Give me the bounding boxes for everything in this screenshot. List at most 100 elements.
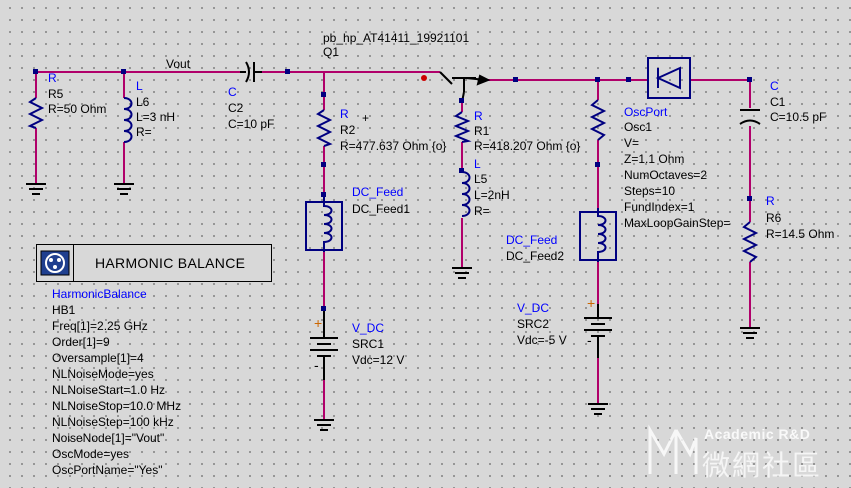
- hb-param-nlnoisestart: NLNoiseStart=1.0 Hz: [52, 383, 166, 397]
- r5-name-label: R5: [48, 87, 64, 101]
- l6-r-label: R=: [136, 125, 152, 139]
- src2-plus-sign: +: [587, 295, 595, 311]
- watermark-logo-icon: [648, 424, 698, 474]
- l6-value-label: L=3 nH: [136, 110, 176, 124]
- c2-value-label: C=10 pF: [228, 117, 275, 131]
- oscport-type-label: OscPort: [624, 105, 668, 119]
- pin-r6-top[interactable]: [747, 196, 752, 201]
- oscport-param-steps: Steps=10: [624, 184, 676, 198]
- hb-param-nlnoisestop: NLNoiseStop=10.0 MHz: [52, 399, 182, 413]
- dcfeed1-name-label: DC_Feed1: [352, 202, 411, 216]
- r5-type-label: R: [48, 71, 57, 85]
- hb-param-nlnoisestep: NLNoiseStep=100 kHz: [52, 415, 174, 429]
- oscport-param-v: V=: [624, 136, 640, 150]
- c1-type-label: C: [770, 79, 779, 93]
- ground-src2-icon: [588, 403, 608, 415]
- src1-plus-sign: +: [314, 315, 322, 331]
- src1-minus-sign: -: [314, 357, 319, 373]
- l6-inductor-symbol[interactable]: [123, 97, 133, 143]
- src1-name-label: SRC1: [352, 337, 385, 351]
- harmonic-balance-title: HARMONIC BALANCE: [95, 255, 246, 271]
- r2-value-label: R=477.637 Ohm {o}: [340, 139, 447, 153]
- hb-name-label: HB1: [52, 303, 76, 317]
- r6-name-label: R6: [766, 211, 782, 225]
- c2-type-label: C: [228, 85, 237, 99]
- pin-r1-top[interactable]: [459, 98, 464, 103]
- pin-oscport-left[interactable]: [626, 77, 631, 82]
- hb-param-oversample: Oversample[1]=4: [52, 351, 144, 365]
- c1-capacitor-symbol[interactable]: [739, 109, 761, 125]
- pin-l5-top[interactable]: [459, 168, 464, 173]
- pin-dcfeed1-top[interactable]: [321, 192, 326, 197]
- oscport-name-label: Osc1: [624, 120, 653, 134]
- pin-r2-top[interactable]: [321, 92, 326, 97]
- l5-inductor-symbol[interactable]: [461, 171, 471, 217]
- r2-name-label: R2: [340, 123, 356, 137]
- r6-type-label: R: [766, 194, 775, 208]
- oscport-symbol[interactable]: [647, 57, 691, 99]
- r5-resistor-symbol[interactable]: [27, 97, 45, 129]
- l5-value-label: L=2nH: [474, 188, 510, 202]
- watermark-chinese: 微網社區: [702, 449, 823, 482]
- pin-c1-top[interactable]: [747, 77, 752, 82]
- r1-type-label: R: [474, 109, 483, 123]
- l6-type-label: L: [136, 79, 143, 93]
- r2-plus-marker: +: [362, 111, 370, 125]
- ground-r5-icon: [26, 183, 46, 195]
- r5-value-label: R=50 Ohm: [48, 102, 107, 116]
- watermark: Academic R&D 微網社區: [646, 424, 846, 482]
- oscport-param-maxloopgainstep: MaxLoopGainStep=: [624, 216, 731, 230]
- pin-src1-top[interactable]: [321, 306, 326, 311]
- r1-name-label: R1: [474, 124, 490, 138]
- src2-minus-sign: -: [587, 332, 592, 348]
- hb-param-oscmode: OscMode=yes: [52, 447, 130, 461]
- oscport-param-fundindex: FundIndex=1: [624, 200, 695, 214]
- net-label-vout: Vout: [166, 57, 191, 71]
- pin-r-osc-bottom[interactable]: [595, 162, 600, 167]
- c1-value-label: C=10.5 pF: [770, 110, 827, 124]
- harmonic-balance-block[interactable]: HARMONIC BALANCE: [36, 244, 272, 282]
- l5-type-label: L: [474, 157, 481, 171]
- dcfeed2-type-label: DC_Feed: [506, 233, 558, 247]
- oscport-param-z: Z=1.1 Ohm: [624, 152, 685, 166]
- ground-r6-icon: [740, 327, 760, 339]
- r6-resistor-symbol[interactable]: [741, 221, 759, 263]
- watermark-english: Academic R&D: [704, 426, 811, 442]
- q1-name-label: Q1: [323, 45, 340, 59]
- hb-type-label: HarmonicBalance: [52, 287, 147, 301]
- hb-param-nlnoisemode: NLNoiseMode=yes: [52, 367, 154, 381]
- dcfeed1-type-label: DC_Feed: [352, 185, 404, 199]
- pin-c2-right[interactable]: [285, 69, 290, 74]
- r-oscbranch-resistor-symbol[interactable]: [589, 99, 607, 141]
- l5-r-label: R=: [474, 204, 490, 218]
- oscport-param-numoctaves: NumOctaves=2: [624, 168, 708, 182]
- ground-src1-icon: [314, 419, 334, 431]
- pin-r2-bottom[interactable]: [321, 162, 326, 167]
- src1-battery-symbol[interactable]: [310, 310, 338, 380]
- r1-resistor-symbol[interactable]: [453, 111, 472, 143]
- src2-battery-symbol[interactable]: [584, 304, 612, 358]
- pin-l6-top[interactable]: [121, 69, 126, 74]
- r1-value-label: R=418.207 Ohm {o}: [474, 139, 581, 153]
- wires[interactable]: [35, 71, 751, 420]
- src2-type-label: V_DC: [517, 301, 550, 315]
- pin-r-osc-top[interactable]: [595, 77, 600, 82]
- q1-base-pin-dot[interactable]: [421, 75, 427, 81]
- hb-param-noisenode: NoiseNode[1]="Vout": [52, 431, 165, 445]
- src1-type-label: V_DC: [352, 321, 385, 335]
- pin-r5-top[interactable]: [33, 69, 38, 74]
- dcfeed2-name-label: DC_Feed2: [506, 249, 565, 263]
- transistor-q1-symbol[interactable]: [439, 71, 491, 103]
- r2-type-label: R: [340, 107, 349, 121]
- pin-collector[interactable]: [513, 77, 518, 82]
- r6-value-label: R=14.5 Ohm: [766, 227, 835, 241]
- src1-value-label: Vdc=12 V: [352, 353, 405, 367]
- hb-param-freq: Freq[1]=2.25 GHz: [52, 319, 148, 333]
- c2-capacitor-symbol[interactable]: [240, 61, 262, 83]
- q1-type-label: pb_hp_AT41411_19921101: [323, 31, 470, 45]
- ground-l6-icon: [114, 183, 134, 195]
- ground-l5-icon: [452, 267, 472, 279]
- src2-value-label: Vdc=-5 V: [517, 333, 567, 347]
- r2-resistor-symbol[interactable]: [315, 109, 333, 147]
